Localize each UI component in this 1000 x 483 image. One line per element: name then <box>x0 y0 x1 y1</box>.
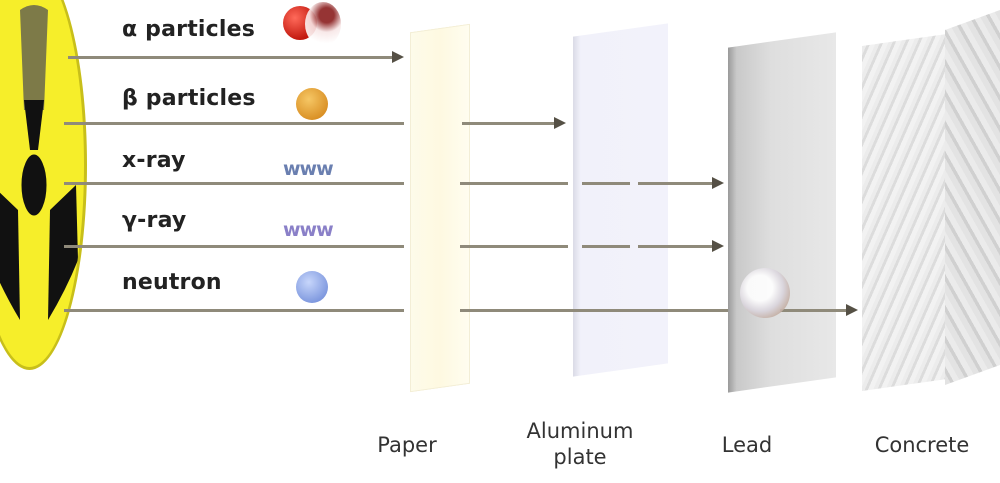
xray-label: x-ray <box>122 148 186 173</box>
material-label-aluminum-line2: plate <box>553 445 607 469</box>
alpha-label: α particles <box>122 17 256 42</box>
gamma-wave-icon: www <box>283 219 334 241</box>
material-label-lead: Lead <box>721 433 773 457</box>
gamma-ray <box>64 245 404 248</box>
neutron-label: neutron <box>122 270 222 295</box>
xray-ray-seg <box>582 182 630 185</box>
neutron-particle-icon <box>296 271 328 303</box>
arrowhead-icon <box>712 240 724 252</box>
xray-wave-icon: www <box>283 158 334 180</box>
arrowhead-icon <box>846 304 858 316</box>
gamma-label: γ-ray <box>122 208 187 233</box>
paper-panel <box>410 23 470 393</box>
material-label-paper: Paper <box>377 433 437 457</box>
gamma-ray-seg <box>582 245 630 248</box>
material-label-aluminum: Aluminum plate <box>505 418 655 470</box>
arrowhead-icon <box>554 117 566 129</box>
neutron-ray-seg <box>460 309 728 312</box>
neutron-ray-seg <box>780 309 846 312</box>
beta-particle-icon <box>296 88 328 120</box>
radiation-symbol-icon <box>0 0 87 370</box>
alpha-ray <box>68 56 394 59</box>
arrowhead-icon <box>712 177 724 189</box>
material-label-concrete: Concrete <box>874 433 970 457</box>
xray-ray <box>64 182 404 185</box>
xray-ray-seg <box>460 182 568 185</box>
lead-panel <box>728 32 836 393</box>
xray-ray-seg <box>638 182 714 185</box>
beta-label: β particles <box>122 86 256 111</box>
neutron-ray <box>64 309 404 312</box>
concrete-panel-front <box>862 34 947 391</box>
neutron-impact-icon <box>740 268 790 318</box>
alpha-particle-icon-secondary <box>305 2 341 46</box>
gamma-ray-seg <box>460 245 568 248</box>
aluminum-panel <box>573 23 668 377</box>
arrowhead-icon <box>392 51 404 63</box>
beta-ray-after-paper <box>462 122 556 125</box>
beta-ray <box>64 122 404 125</box>
material-label-aluminum-line1: Aluminum <box>526 419 634 443</box>
gamma-ray-seg <box>638 245 714 248</box>
concrete-panel-side <box>945 9 1000 386</box>
